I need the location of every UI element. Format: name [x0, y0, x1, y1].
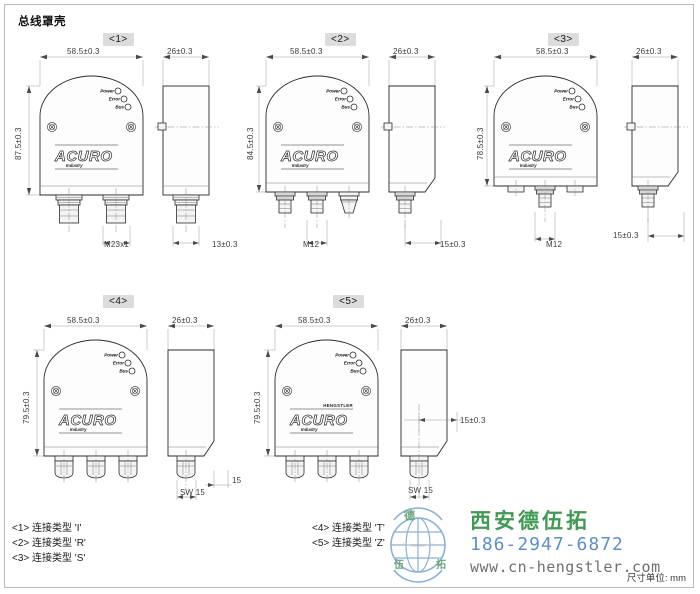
- led-label-bus-4: Bus: [119, 369, 128, 374]
- dim-side-bottom-4: 15: [232, 476, 242, 485]
- led-label-error-2: Error: [335, 97, 346, 102]
- dim-width-4: 58.5±0.3: [67, 316, 100, 325]
- dim-side-bottom-3: 15±0.3: [613, 231, 639, 240]
- dim-side-width-5: 26±0.3: [405, 316, 431, 325]
- view-1-front: Power Error Bus ACURO Industry: [26, 54, 144, 246]
- watermark-globe-icon: 德 伍 拓: [390, 507, 446, 583]
- logo-acuro-3: ACURO: [508, 148, 567, 165]
- logo-sub-2: Industry: [292, 163, 309, 168]
- watermark-glyph-2: 伍: [393, 558, 404, 571]
- logo-acuro-4: ACURO: [58, 412, 117, 429]
- legend-item-5: <5> 连接类型 'Z': [312, 538, 385, 549]
- dim-width-5: 58.5±0.3: [298, 316, 331, 325]
- view-tag-3: <3>: [548, 33, 579, 46]
- led-label-bus-5: Bus: [350, 369, 359, 374]
- dim-side-bottom-1: 13±0.3: [212, 240, 238, 249]
- dim-bottom-2: M12: [303, 240, 320, 249]
- dim-width-1: 58.5±0.3: [67, 47, 100, 56]
- dim-side-bottom-2: 15±0.3: [440, 240, 466, 249]
- dim-bottom-5: SW 15: [408, 486, 434, 495]
- dim-width-2: 58.5±0.3: [290, 47, 323, 56]
- led-label-bus-3: Bus: [569, 105, 578, 110]
- legend-item-1: <1> 连接类型 'I': [12, 523, 82, 534]
- led-label-power-2: Power: [326, 89, 340, 94]
- view-tag-4: <4>: [103, 295, 134, 308]
- led-label-error-3: Error: [563, 97, 574, 102]
- sheet-border: [4, 4, 694, 588]
- legend-item-4: <4> 连接类型 'T': [312, 523, 385, 534]
- logo-acuro-2: ACURO: [280, 148, 339, 165]
- dim-bottom-4: SW 15: [180, 488, 206, 497]
- led-label-power-5: Power: [335, 353, 349, 358]
- led-label-bus-2: Bus: [341, 105, 350, 110]
- view-3-side: [624, 54, 688, 242]
- legend-item-3: <3> 连接类型 'S': [12, 553, 86, 564]
- logo-acuro-1: ACURO: [54, 148, 113, 165]
- view-4-front: Power Error Bus ACURO Industry: [33, 323, 148, 484]
- watermark-glyph-3: 拓: [436, 558, 446, 571]
- view-5-front: Power Error Bus HENGSTLER ACURO Industry: [264, 323, 379, 484]
- led-label-power-3: Power: [554, 89, 568, 94]
- logo-acuro-5: ACURO: [289, 412, 348, 429]
- led-label-error-4: Error: [113, 361, 124, 366]
- view-5-side: [400, 323, 462, 500]
- view-1-side: [155, 54, 219, 246]
- logo-sub-4: Industry: [70, 427, 87, 432]
- dim-side-bottom-5: 15±0.3: [460, 416, 486, 425]
- legend-item-2: <2> 连接类型 'R': [12, 538, 86, 549]
- view-tag-5: <5>: [333, 295, 364, 308]
- view-2-front: Power Error Bus ACURO Industry: [256, 54, 370, 246]
- led-label-bus-1: Bus: [115, 105, 124, 110]
- led-label-power-1: Power: [100, 89, 114, 94]
- watermark-glyph-1: 德: [403, 508, 415, 522]
- units-note: 尺寸单位: mm: [626, 573, 686, 584]
- logo-sub-3: Industry: [520, 163, 537, 168]
- led-label-error-5: Error: [344, 361, 355, 366]
- logo-sub-5: Industry: [301, 427, 318, 432]
- page-title: 总线罩壳: [18, 16, 66, 28]
- dim-side-width-2: 26±0.3: [393, 47, 419, 56]
- led-label-power-4: Power: [104, 353, 118, 358]
- dim-bottom-1: M23x1: [104, 240, 130, 249]
- brand-hengstler-5: HENGSTLER: [323, 403, 353, 408]
- led-label-error-1: Error: [109, 97, 120, 102]
- view-2-side: [381, 54, 445, 246]
- view-tag-2: <2>: [325, 33, 356, 46]
- dim-bottom-3: M12: [546, 240, 563, 249]
- dim-side-width-3: 26±0.3: [636, 47, 662, 56]
- view-tag-1: <1>: [103, 33, 134, 46]
- view-3-front: Power Error Bus ACURO Industry: [484, 54, 598, 242]
- dim-side-width-1: 26±0.3: [167, 47, 193, 56]
- logo-sub-1: Industry: [66, 163, 83, 168]
- dim-width-3: 58.5±0.3: [536, 47, 569, 56]
- view-4-side: [167, 323, 231, 500]
- dim-side-width-4: 26±0.3: [172, 316, 198, 325]
